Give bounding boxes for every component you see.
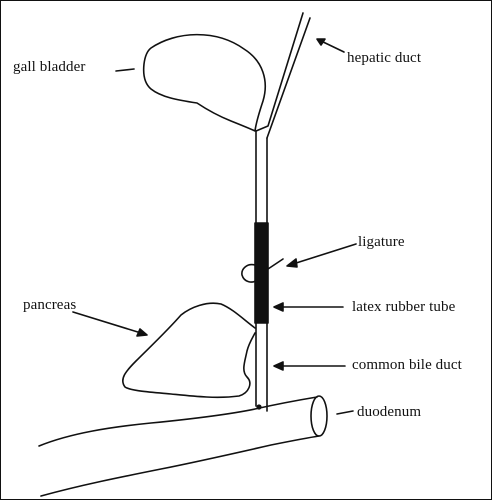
hepatic-duct-label: hepatic duct (347, 50, 421, 66)
duodenum-leader (337, 411, 353, 414)
pancreas-label: pancreas (23, 297, 76, 313)
common-bile-duct-arrowhead (274, 362, 283, 370)
ligature-arrowhead (287, 259, 297, 267)
gall-bladder-leader (116, 69, 134, 71)
latex-tube-arrowhead (274, 303, 283, 311)
ligature-label: ligature (358, 234, 405, 250)
latex-rubber-tube (255, 223, 268, 323)
duodenum-lower-wall (41, 436, 319, 496)
hepatic-duct-arrowhead (317, 39, 325, 45)
gall-bladder-label: gall bladder (13, 59, 85, 75)
duodenum-upper-wall (39, 397, 317, 446)
duct-junction-dot (257, 405, 261, 409)
ligature-tail (268, 259, 283, 269)
duodenum-opening (311, 396, 327, 436)
pancreas-outline (123, 303, 255, 397)
gall-bladder-outline (144, 35, 266, 131)
hepatic-duct-right-wall (267, 18, 310, 138)
ligature-leader (293, 244, 356, 264)
common-bile-duct-label: common bile duct (352, 357, 462, 373)
duodenum-label: duodenum (357, 404, 421, 420)
latex-rubber-tube-label: latex rubber tube (352, 299, 455, 315)
pancreas-arrowhead (137, 329, 147, 336)
pancreas-leader (73, 312, 141, 333)
